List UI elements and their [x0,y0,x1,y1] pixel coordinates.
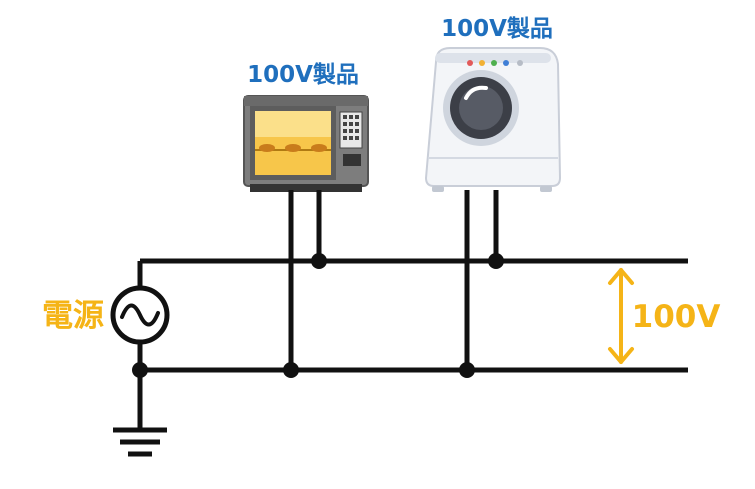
microwave-label: 100V製品 [247,61,359,88]
junction-dot [283,362,299,378]
junction-dot [488,253,504,269]
wiring [137,190,688,428]
power-source-label: 電源 [42,298,104,334]
double-arrow-icon [608,268,634,364]
ground-symbol [113,427,167,457]
ac-source-symbol [110,285,170,345]
junction-dots [132,253,504,378]
voltage-label: 100V [632,299,721,335]
junction-dot [311,253,327,269]
washer-label: 100V製品 [441,15,553,42]
junction-dot [459,362,475,378]
microwave-oven-icon [243,95,369,192]
junction-dot [132,362,148,378]
drum-washing-machine-icon [424,47,562,192]
